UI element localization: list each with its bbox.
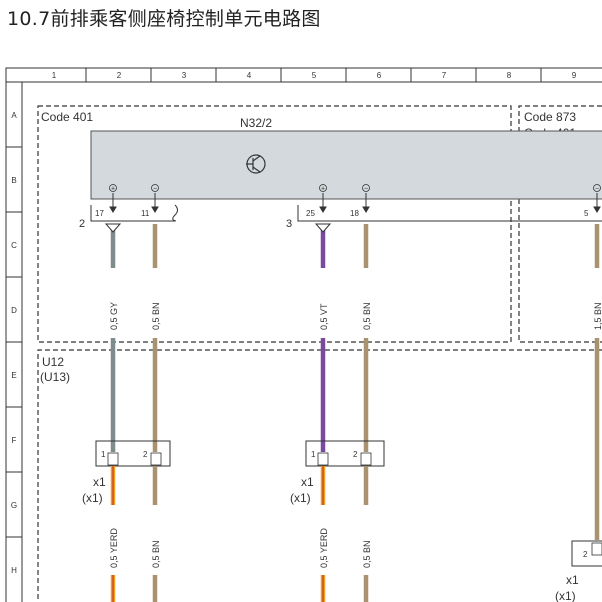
connector-x1-left: 1 2 <box>95 440 171 467</box>
wire-label-yerd-2: 0,5 YERD <box>319 528 329 568</box>
pin-11: 11 <box>141 209 150 218</box>
connector-bar-right <box>297 205 602 222</box>
pin-18: 18 <box>350 209 359 218</box>
svg-text:−: − <box>153 186 157 193</box>
transistor-icon <box>246 154 266 174</box>
svg-text:+: + <box>321 186 325 193</box>
x1-alt-label-left: (x1) <box>82 491 103 505</box>
ground-symbol-3 <box>314 223 332 233</box>
wire-label-bn-3: 1,5 BN <box>593 302 602 330</box>
plus-symbol-17: + <box>109 184 117 193</box>
grid-row-a: A <box>11 111 17 120</box>
x1-label-right: x1 <box>566 573 579 587</box>
svg-text:1: 1 <box>311 450 316 459</box>
connector-x1-middle: 1 2 <box>305 440 385 467</box>
page-title: 10.7前排乘客侧座椅控制单元电路图 <box>7 8 321 30</box>
wire-label-bn-2: 0,5 BN <box>362 302 372 330</box>
minus-symbol-18: − <box>362 184 370 193</box>
grid-col-9: 9 <box>572 71 577 80</box>
svg-text:2: 2 <box>143 450 148 459</box>
wire-label-bn-1: 0,5 BN <box>151 302 161 330</box>
wire-label-bn-4: 0,5 BN <box>151 540 161 568</box>
minus-symbol-5: − <box>593 184 601 193</box>
module-n32-2-label: N32/2 <box>240 116 272 130</box>
ground-symbol-2 <box>104 223 122 233</box>
x1-alt-label-middle: (x1) <box>290 491 311 505</box>
plus-symbol-25: + <box>319 184 327 193</box>
grid-col-5: 5 <box>312 71 317 80</box>
grid-row-g: G <box>11 501 17 510</box>
grid-row-e: E <box>11 371 16 380</box>
minus-symbol-11: − <box>151 184 159 193</box>
connector-bar-left <box>90 205 175 222</box>
grid-col-7: 7 <box>442 71 447 80</box>
wire-label-gy: 0,5 GY <box>109 302 119 330</box>
module-n32-2 <box>90 130 602 200</box>
x1-label-middle: x1 <box>301 475 314 489</box>
pin-17: 17 <box>95 209 104 218</box>
connector-x1-right: 2 <box>571 540 602 567</box>
code-873-label: Code 873 <box>524 110 576 124</box>
grid-row-h: H <box>11 566 17 575</box>
code-873-boundary <box>518 105 602 343</box>
svg-text:2: 2 <box>583 550 588 559</box>
ground-2-label: 2 <box>79 218 85 230</box>
pin-25: 25 <box>306 209 315 218</box>
grid-row-d: D <box>11 306 17 315</box>
grid-row-f: F <box>12 436 17 445</box>
drawing-frame <box>5 67 602 602</box>
svg-text:+: + <box>111 186 115 193</box>
x1-alt-label-right: (x1) <box>555 589 576 602</box>
svg-text:2: 2 <box>353 450 358 459</box>
ground-3-label: 3 <box>286 218 292 230</box>
code-401-label: Code 401 <box>41 110 93 124</box>
u13-label: (U13) <box>40 370 70 384</box>
u12-label: U12 <box>42 355 64 369</box>
grid-col-4: 4 <box>247 71 252 80</box>
x1-label-left: x1 <box>93 475 106 489</box>
grid-row-b: B <box>11 176 16 185</box>
grid-col-3: 3 <box>182 71 187 80</box>
grid-col-6: 6 <box>377 71 382 80</box>
svg-text:1: 1 <box>101 450 106 459</box>
u12-boundary <box>37 349 602 602</box>
grid-col-1: 1 <box>52 71 57 80</box>
grid-col-2: 2 <box>117 71 122 80</box>
grid-col-8: 8 <box>507 71 512 80</box>
pin-5: 5 <box>584 209 589 218</box>
grid-row-c: C <box>11 241 17 250</box>
svg-text:−: − <box>364 186 368 193</box>
code-401-boundary <box>37 105 512 343</box>
wire-label-yerd-1: 0,5 YERD <box>109 528 119 568</box>
svg-text:−: − <box>595 186 599 193</box>
wire-label-vt: 0,5 VT <box>319 303 329 330</box>
wire-label-bn-5: 0,5 BN <box>362 540 372 568</box>
